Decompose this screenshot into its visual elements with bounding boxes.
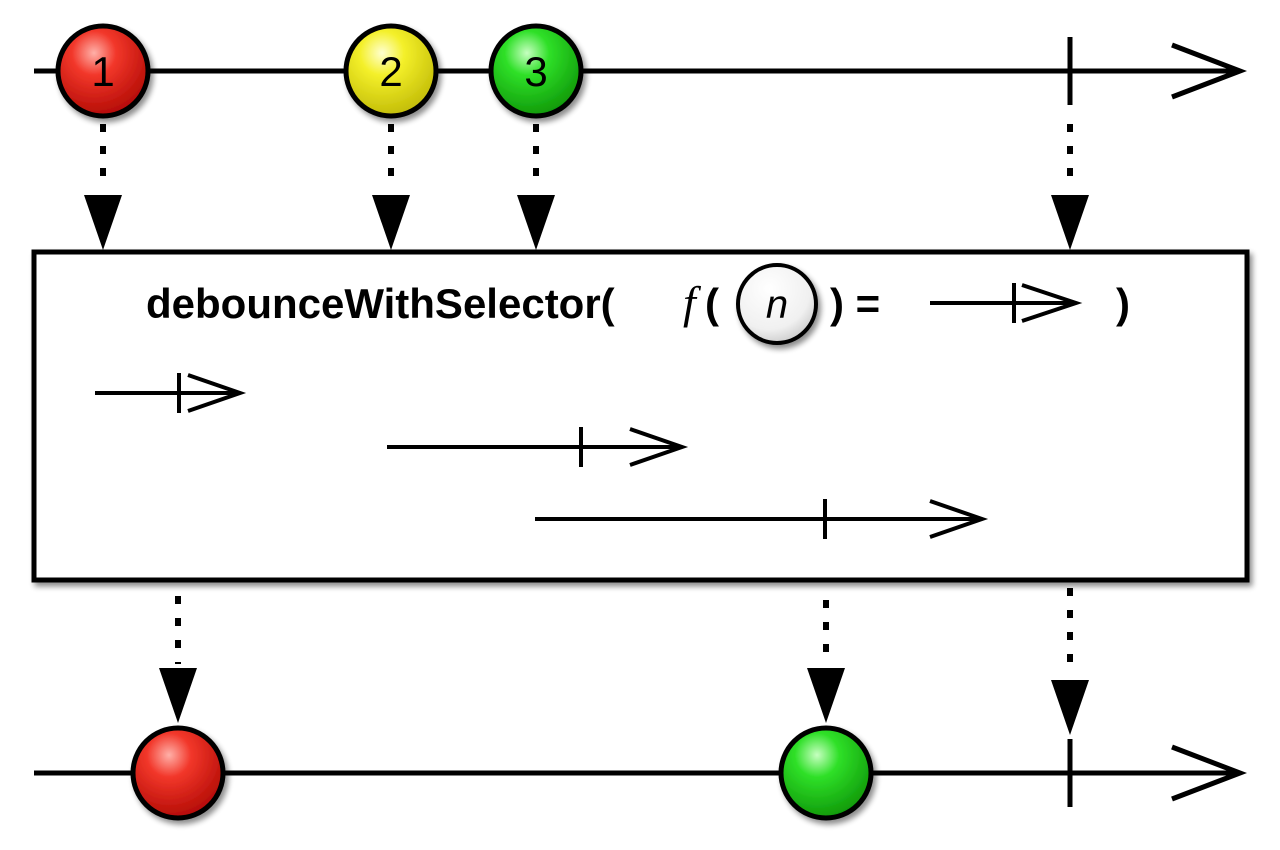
- output-timeline-arrowhead: [1171, 744, 1248, 802]
- marble-label: 3: [524, 48, 547, 95]
- marble-label: 1: [91, 48, 114, 95]
- operator-after-arg: ) =: [830, 280, 880, 327]
- arrowhead-down-icon: [517, 195, 555, 250]
- operator-name: debounceWithSelector(: [146, 280, 615, 327]
- arrowhead-down-icon: [807, 668, 845, 723]
- output-timeline: [34, 725, 1248, 821]
- marble-label: 2: [379, 48, 402, 95]
- debounce-timeline-3: [535, 499, 989, 539]
- operator-fn-open: (: [705, 280, 719, 327]
- debounce-timeline-2: [387, 427, 689, 467]
- selector-result-icon: [930, 283, 1083, 323]
- input-marble-1: 1: [55, 23, 151, 119]
- output-marble-2: [778, 725, 874, 821]
- output-marble-1: [130, 725, 226, 821]
- operator-box: debounceWithSelector( f ( n ) = ): [31, 249, 1250, 583]
- output-connectors: [159, 588, 1089, 735]
- input-connectors: [84, 124, 1089, 250]
- input-marble-2: 2: [343, 23, 439, 119]
- input-marble-3: 3: [488, 23, 584, 119]
- argument-label: n: [766, 283, 788, 327]
- operator-box-frame: [31, 249, 1250, 583]
- arrowhead-down-icon: [1051, 680, 1089, 735]
- input-timeline: [34, 37, 1248, 105]
- operator-close: ): [1116, 280, 1130, 327]
- argument-marble: n: [736, 263, 818, 345]
- arrowhead-down-icon: [372, 195, 410, 250]
- debounce-timeline-1: [95, 373, 247, 413]
- input-timeline-arrowhead: [1171, 42, 1248, 100]
- arrowhead-down-icon: [1051, 195, 1089, 250]
- arrowhead-down-icon: [159, 668, 197, 723]
- arrowhead-down-icon: [84, 195, 122, 250]
